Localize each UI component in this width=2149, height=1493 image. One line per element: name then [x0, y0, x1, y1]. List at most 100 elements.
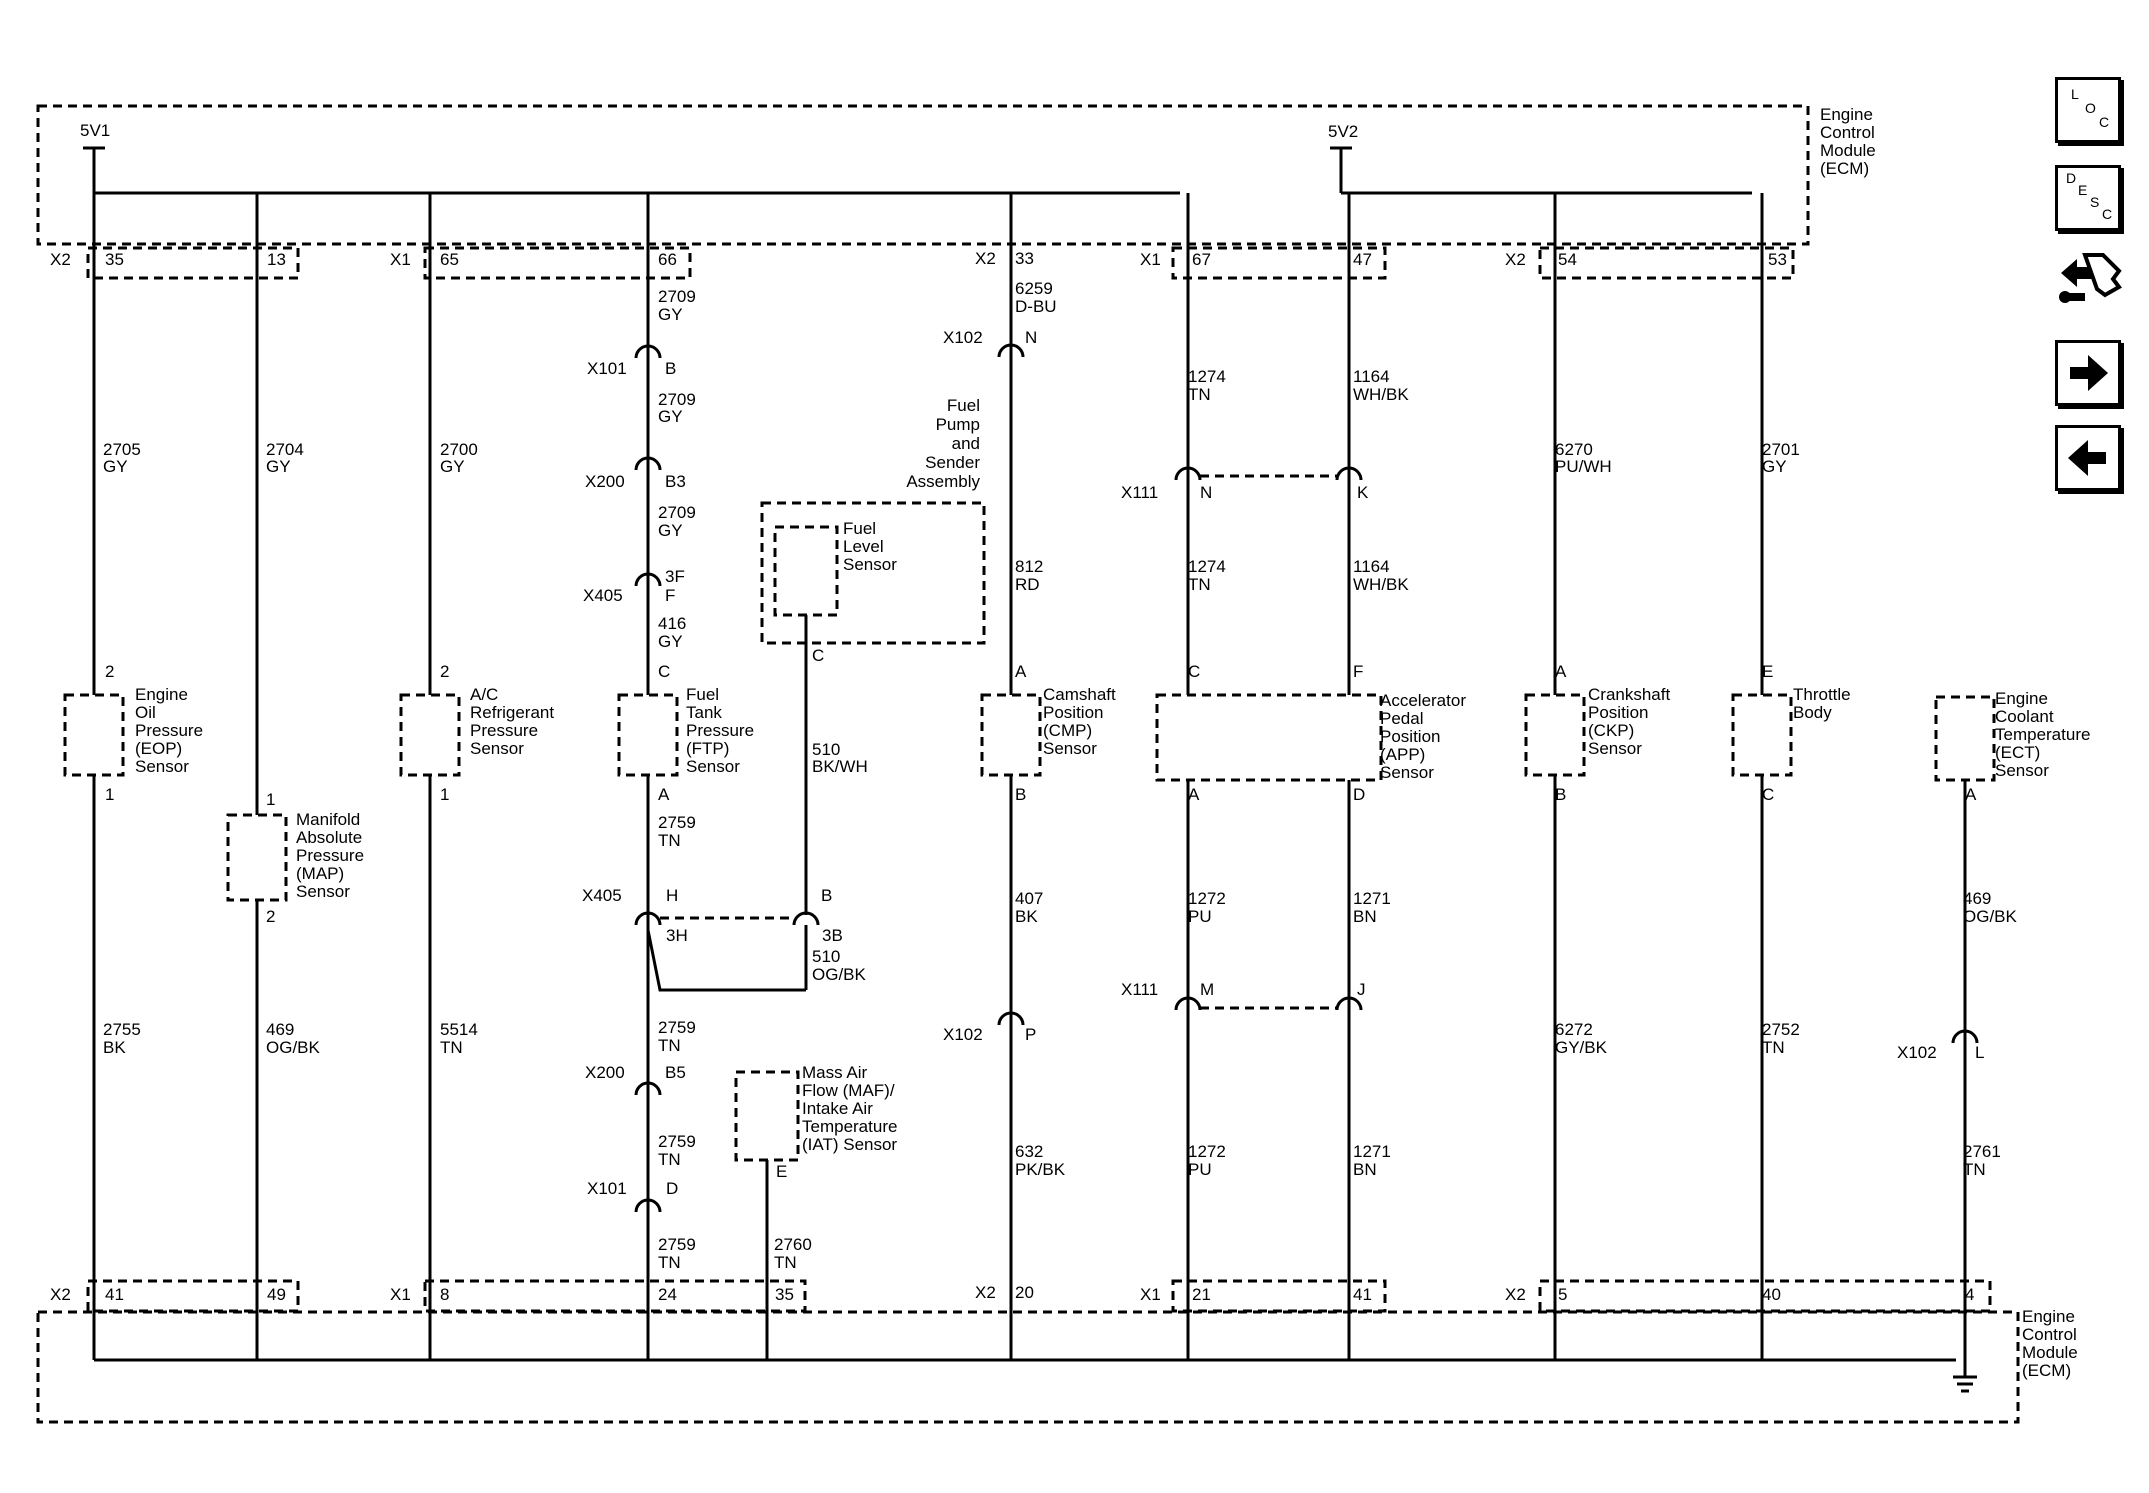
diagram-label: N: [1200, 483, 1212, 502]
diagram-label: 2760: [774, 1235, 812, 1254]
diagram-label: 2705: [103, 440, 141, 459]
description-button[interactable]: D E S C: [2055, 165, 2121, 231]
diagram-label: 2759: [658, 1018, 696, 1037]
diagram-label: A: [1965, 785, 1977, 804]
fuel-level-x405-connector: [792, 911, 820, 926]
diagram-label: 2709: [658, 503, 696, 522]
diagram-label: D: [666, 1179, 678, 1198]
component-view-icon[interactable]: [2055, 245, 2125, 315]
diagram-label: 407: [1015, 889, 1043, 908]
ect-sensor-box: [1934, 695, 1996, 782]
diagram-label: 2709: [658, 287, 696, 306]
loc-letter-c: C: [2099, 114, 2110, 130]
diagram-label: Sensor: [296, 882, 350, 901]
diagram-label: J: [1357, 980, 1366, 999]
diagram-label: 6272: [1555, 1020, 1593, 1039]
diagram-label: A/C: [470, 685, 498, 704]
fuel-pump-assembly-box: [760, 501, 986, 645]
diagram-label: 2761: [1963, 1142, 2001, 1161]
diagram-label: 1164: [1353, 367, 1390, 386]
diagram-label: BK: [103, 1038, 126, 1057]
diagram-label: 1271: [1353, 889, 1391, 908]
diagram-label: D: [1353, 785, 1365, 804]
diagram-label: Temperature: [802, 1117, 897, 1136]
diagram-label: X1: [1140, 250, 1161, 269]
cmp-sensor-box: [980, 693, 1042, 777]
diagram-label: X2: [975, 249, 996, 268]
diagram-label: X2: [975, 1283, 996, 1302]
diagram-label: TN: [440, 1038, 463, 1057]
diagram-label: PK/BK: [1015, 1160, 1066, 1179]
diagram-label: X2: [50, 250, 71, 269]
ftp-x101-connector: [634, 344, 662, 359]
diagram-label: Pressure: [135, 721, 203, 740]
diagram-label: Mass Air: [802, 1063, 868, 1082]
diagram-label: 54: [1558, 250, 1577, 269]
diagram-label: A: [1555, 662, 1567, 681]
diagram-label: 2709: [658, 390, 696, 409]
diagram-label: Sensor: [843, 555, 897, 574]
diagram-label: OG/BK: [812, 965, 867, 984]
diagram-label: Temperature: [1995, 725, 2090, 744]
diagram-label: X1: [1140, 1285, 1161, 1304]
diagram-label: 510: [812, 947, 840, 966]
diagram-label: Sensor: [1380, 763, 1434, 782]
diagram-label: E: [1762, 662, 1773, 681]
diagram-label: TN: [658, 1150, 681, 1169]
previous-arrow-icon[interactable]: [2055, 425, 2121, 491]
diagram-label: 2759: [658, 1132, 696, 1151]
connector-x2-bottom-a: [86, 1279, 300, 1313]
diagram-label: TN: [1963, 1160, 1986, 1179]
diagram-label: 53: [1768, 250, 1787, 269]
diagram-label: Pressure: [296, 846, 364, 865]
diagram-label: C: [812, 646, 824, 665]
diagram-label: C: [658, 662, 670, 681]
connector-x2-top-b: [1538, 246, 1795, 280]
diagram-label: Absolute: [296, 828, 362, 847]
diagram-label: F: [1353, 662, 1363, 681]
diagram-label: E: [776, 1162, 787, 1181]
diagram-label: Position: [1043, 703, 1103, 722]
diagram-label: (ECM): [1820, 159, 1869, 178]
diagram-label: OG/BK: [266, 1038, 321, 1057]
diagram-label: Flow (MAF)/: [802, 1081, 895, 1100]
diagram-label: 812: [1015, 557, 1043, 576]
location-view-button[interactable]: L O C: [2055, 77, 2121, 143]
map-sensor-box: [226, 813, 288, 902]
diagram-label: Coolant: [1995, 707, 2054, 726]
diagram-label: 2704: [266, 440, 304, 459]
diagram-label: GY/BK: [1555, 1038, 1608, 1057]
diagram-label: 2755: [103, 1020, 141, 1039]
diagram-label: C: [1762, 785, 1774, 804]
diagram-label: PU: [1188, 1160, 1212, 1179]
diagram-label: 1164: [1353, 557, 1390, 576]
diagram-label: WH/BK: [1353, 575, 1409, 594]
diagram-label: (FTP): [686, 739, 729, 758]
diagram-label: L: [1975, 1043, 1984, 1062]
diagram-label: 2752: [1762, 1020, 1800, 1039]
ac-refrigerant-sensor-box: [399, 693, 461, 777]
diagram-label: B: [1555, 785, 1566, 804]
diagram-label: B5: [665, 1063, 686, 1082]
diagram-label: TN: [658, 1253, 681, 1272]
diagram-label: K: [1357, 483, 1369, 502]
next-arrow-icon[interactable]: [2055, 340, 2121, 406]
diagram-label: Throttle: [1793, 685, 1851, 704]
desc-letter-d: D: [2066, 170, 2077, 186]
diagram-label: 1: [105, 785, 114, 804]
diagram-label: X111: [1121, 980, 1158, 999]
app-sensor-box: [1155, 693, 1383, 782]
connector-x2-bottom-b: [1538, 1279, 1992, 1313]
diagram-label: 6270: [1555, 440, 1593, 459]
diagram-label: 1274: [1188, 367, 1226, 386]
diagram-label: X111: [1121, 483, 1158, 502]
diagram-label: OG/BK: [1963, 907, 2018, 926]
diagram-label: 2: [266, 907, 275, 926]
diagram-label: GY: [103, 457, 128, 476]
diagram-label: Pump: [936, 415, 980, 434]
diagram-label: A: [658, 785, 670, 804]
diagram-label: Crankshaft: [1588, 685, 1670, 704]
diagram-label: 33: [1015, 249, 1034, 268]
diagram-label: 2: [440, 662, 449, 681]
